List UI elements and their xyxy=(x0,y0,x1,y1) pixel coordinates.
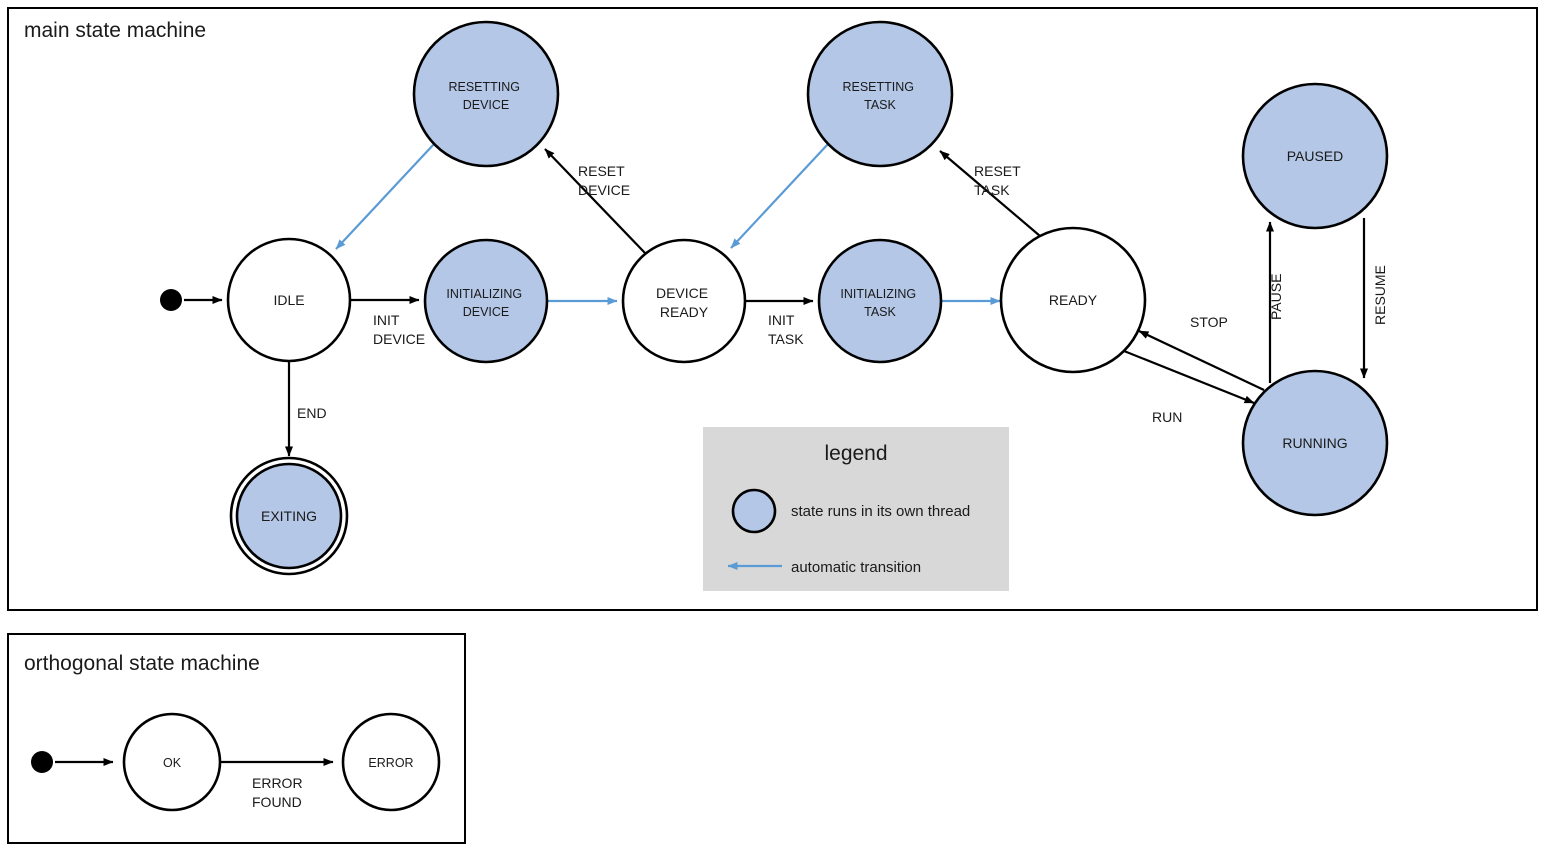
edge-label-pause: PAUSE xyxy=(1268,274,1284,320)
state-resetting-task-label: RESETTING TASK xyxy=(842,80,917,112)
edge-label-stop: STOP xyxy=(1190,314,1228,330)
transition-resetting-task-to-device-ready xyxy=(730,143,829,249)
state-resetting-task-shape[interactable] xyxy=(806,20,954,168)
state-error[interactable]: ERROR xyxy=(341,712,441,812)
transition-ready-to-resetting-task xyxy=(939,150,1041,237)
state-initializing-device-shape[interactable] xyxy=(423,238,549,364)
state-exiting[interactable]: EXITING xyxy=(229,456,349,576)
legend-item-thread-label: state runs in its own thread xyxy=(791,503,970,520)
transition-device-ready-to-resetting-device xyxy=(544,148,646,254)
edge-label-resume: RESUME xyxy=(1372,265,1388,325)
transition-ready-to-running xyxy=(1123,349,1255,405)
main-transition-labels: INIT DEVICE RESET DEVICE INIT TASK RESET… xyxy=(297,163,1388,425)
legend-thread-state-icon xyxy=(731,488,777,534)
state-ready[interactable]: READY xyxy=(999,226,1147,374)
state-resetting-task[interactable]: RESETTING TASK xyxy=(806,20,954,168)
edge-label-init-device: INIT DEVICE xyxy=(373,312,425,347)
state-running[interactable]: RUNNING xyxy=(1241,369,1389,517)
state-resetting-device-label: RESETTING DEVICE xyxy=(448,80,523,112)
main-frame-title: main state machine xyxy=(24,19,206,42)
edge-label-reset-device: RESET DEVICE xyxy=(578,163,630,198)
state-resetting-device-shape[interactable] xyxy=(412,20,560,168)
state-exiting-label: EXITING xyxy=(261,508,317,524)
state-initializing-device[interactable]: INITIALIZING DEVICE xyxy=(423,238,549,364)
state-ok-label: OK xyxy=(163,756,182,770)
state-resetting-device[interactable]: RESETTING DEVICE xyxy=(412,20,560,168)
state-device-ready-shape[interactable] xyxy=(621,238,747,364)
state-ok[interactable]: OK xyxy=(122,712,222,812)
edge-label-init-task: INIT TASK xyxy=(768,312,804,347)
state-paused-label: PAUSED xyxy=(1287,148,1344,164)
state-paused-shape[interactable] xyxy=(1241,82,1389,230)
state-device-ready[interactable]: DEVICE READY xyxy=(621,238,747,364)
edge-label-end: END xyxy=(297,405,327,421)
orthogonal-states: OK ERROR xyxy=(122,712,441,812)
state-idle-label: IDLE xyxy=(273,292,304,308)
state-ok-shape[interactable] xyxy=(122,712,222,812)
transition-resetting-device-to-idle xyxy=(335,143,435,250)
main-initial-state-dot xyxy=(160,289,182,311)
state-running-label: RUNNING xyxy=(1282,435,1347,451)
main-transitions xyxy=(184,143,1368,457)
edge-label-run: RUN xyxy=(1152,409,1182,425)
legend: legend state runs in its own thread auto… xyxy=(703,427,1009,591)
state-initializing-task[interactable]: INITIALIZING TASK xyxy=(817,238,943,364)
state-ready-shape[interactable] xyxy=(999,226,1147,374)
main-states: IDLE INITIALIZING DEVICE RESETTING DEVIC… xyxy=(226,20,1389,576)
transition-running-to-ready xyxy=(1138,330,1265,391)
state-initializing-task-label: INITIALIZING TASK xyxy=(840,287,919,319)
state-idle-shape[interactable] xyxy=(226,237,352,363)
state-device-ready-label: DEVICE READY xyxy=(656,285,712,320)
state-error-shape[interactable] xyxy=(341,712,441,812)
legend-item-auto-label: automatic transition xyxy=(791,559,921,576)
state-idle[interactable]: IDLE xyxy=(226,237,352,363)
edge-label-error-found: ERROR FOUND xyxy=(252,775,306,810)
state-exiting-shape[interactable] xyxy=(235,462,343,570)
state-initializing-task-shape[interactable] xyxy=(817,238,943,364)
orthogonal-initial-state-dot xyxy=(31,751,53,773)
state-running-shape[interactable] xyxy=(1241,369,1389,517)
state-initializing-device-label: INITIALIZING DEVICE xyxy=(446,287,525,319)
edge-label-reset-task: RESET TASK xyxy=(974,163,1024,198)
state-error-label: ERROR xyxy=(368,756,413,770)
orthogonal-frame-title: orthogonal state machine xyxy=(24,652,260,675)
state-ready-label: READY xyxy=(1049,292,1098,308)
legend-title: legend xyxy=(824,442,887,465)
state-paused[interactable]: PAUSED xyxy=(1241,82,1389,230)
